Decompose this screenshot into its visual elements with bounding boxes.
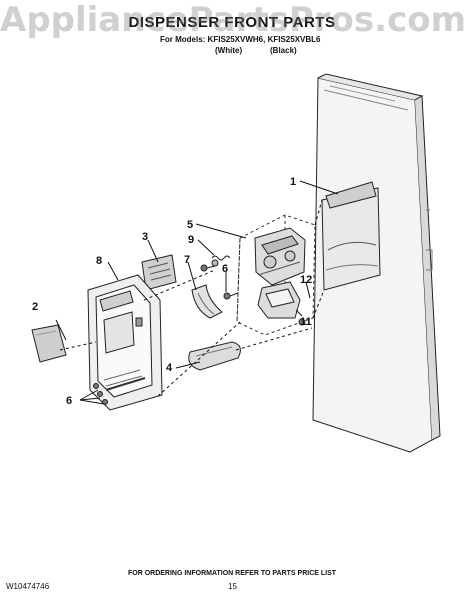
door-panel: [312, 73, 441, 453]
callout-9: 9: [188, 234, 195, 246]
water-paddle: [257, 281, 306, 326]
ordering-note: FOR ORDERING INFORMATION REFER TO PARTS …: [127, 570, 337, 577]
model-numbers: For Models: KFIS25XVWH6, KFIS25XVBL6: [160, 35, 321, 44]
actuator-assembly: [254, 227, 306, 286]
drip-tray: [188, 341, 241, 371]
callout-12: 12: [300, 274, 313, 286]
callout-2: 2: [32, 301, 39, 313]
screw-middle: [223, 292, 239, 300]
document-number: W10474746: [6, 582, 50, 591]
overlay-panel: [31, 324, 67, 363]
screw-upper: [200, 264, 216, 272]
dispenser-front-frame: [87, 274, 163, 411]
callout-4: 4: [166, 362, 173, 374]
callout-3: 3: [142, 231, 149, 243]
callout-6-lower: 6: [66, 395, 73, 407]
variant-black-label: (Black): [270, 46, 297, 55]
callout-11: 11: [300, 316, 312, 328]
control-board: [141, 254, 177, 291]
callout-8: 8: [96, 255, 103, 267]
callout-1: 1: [290, 176, 297, 188]
page-title: DISPENSER FRONT PARTS: [128, 14, 336, 31]
leader-lines: [55, 180, 339, 405]
callout-7: 7: [184, 254, 191, 266]
callout-6-upper: 6: [222, 263, 229, 275]
screws-lower: [93, 383, 108, 405]
ice-paddle: [191, 284, 223, 319]
callout-5: 5: [187, 219, 194, 231]
page-number: 15: [228, 582, 237, 591]
variant-white-label: (White): [215, 46, 243, 55]
